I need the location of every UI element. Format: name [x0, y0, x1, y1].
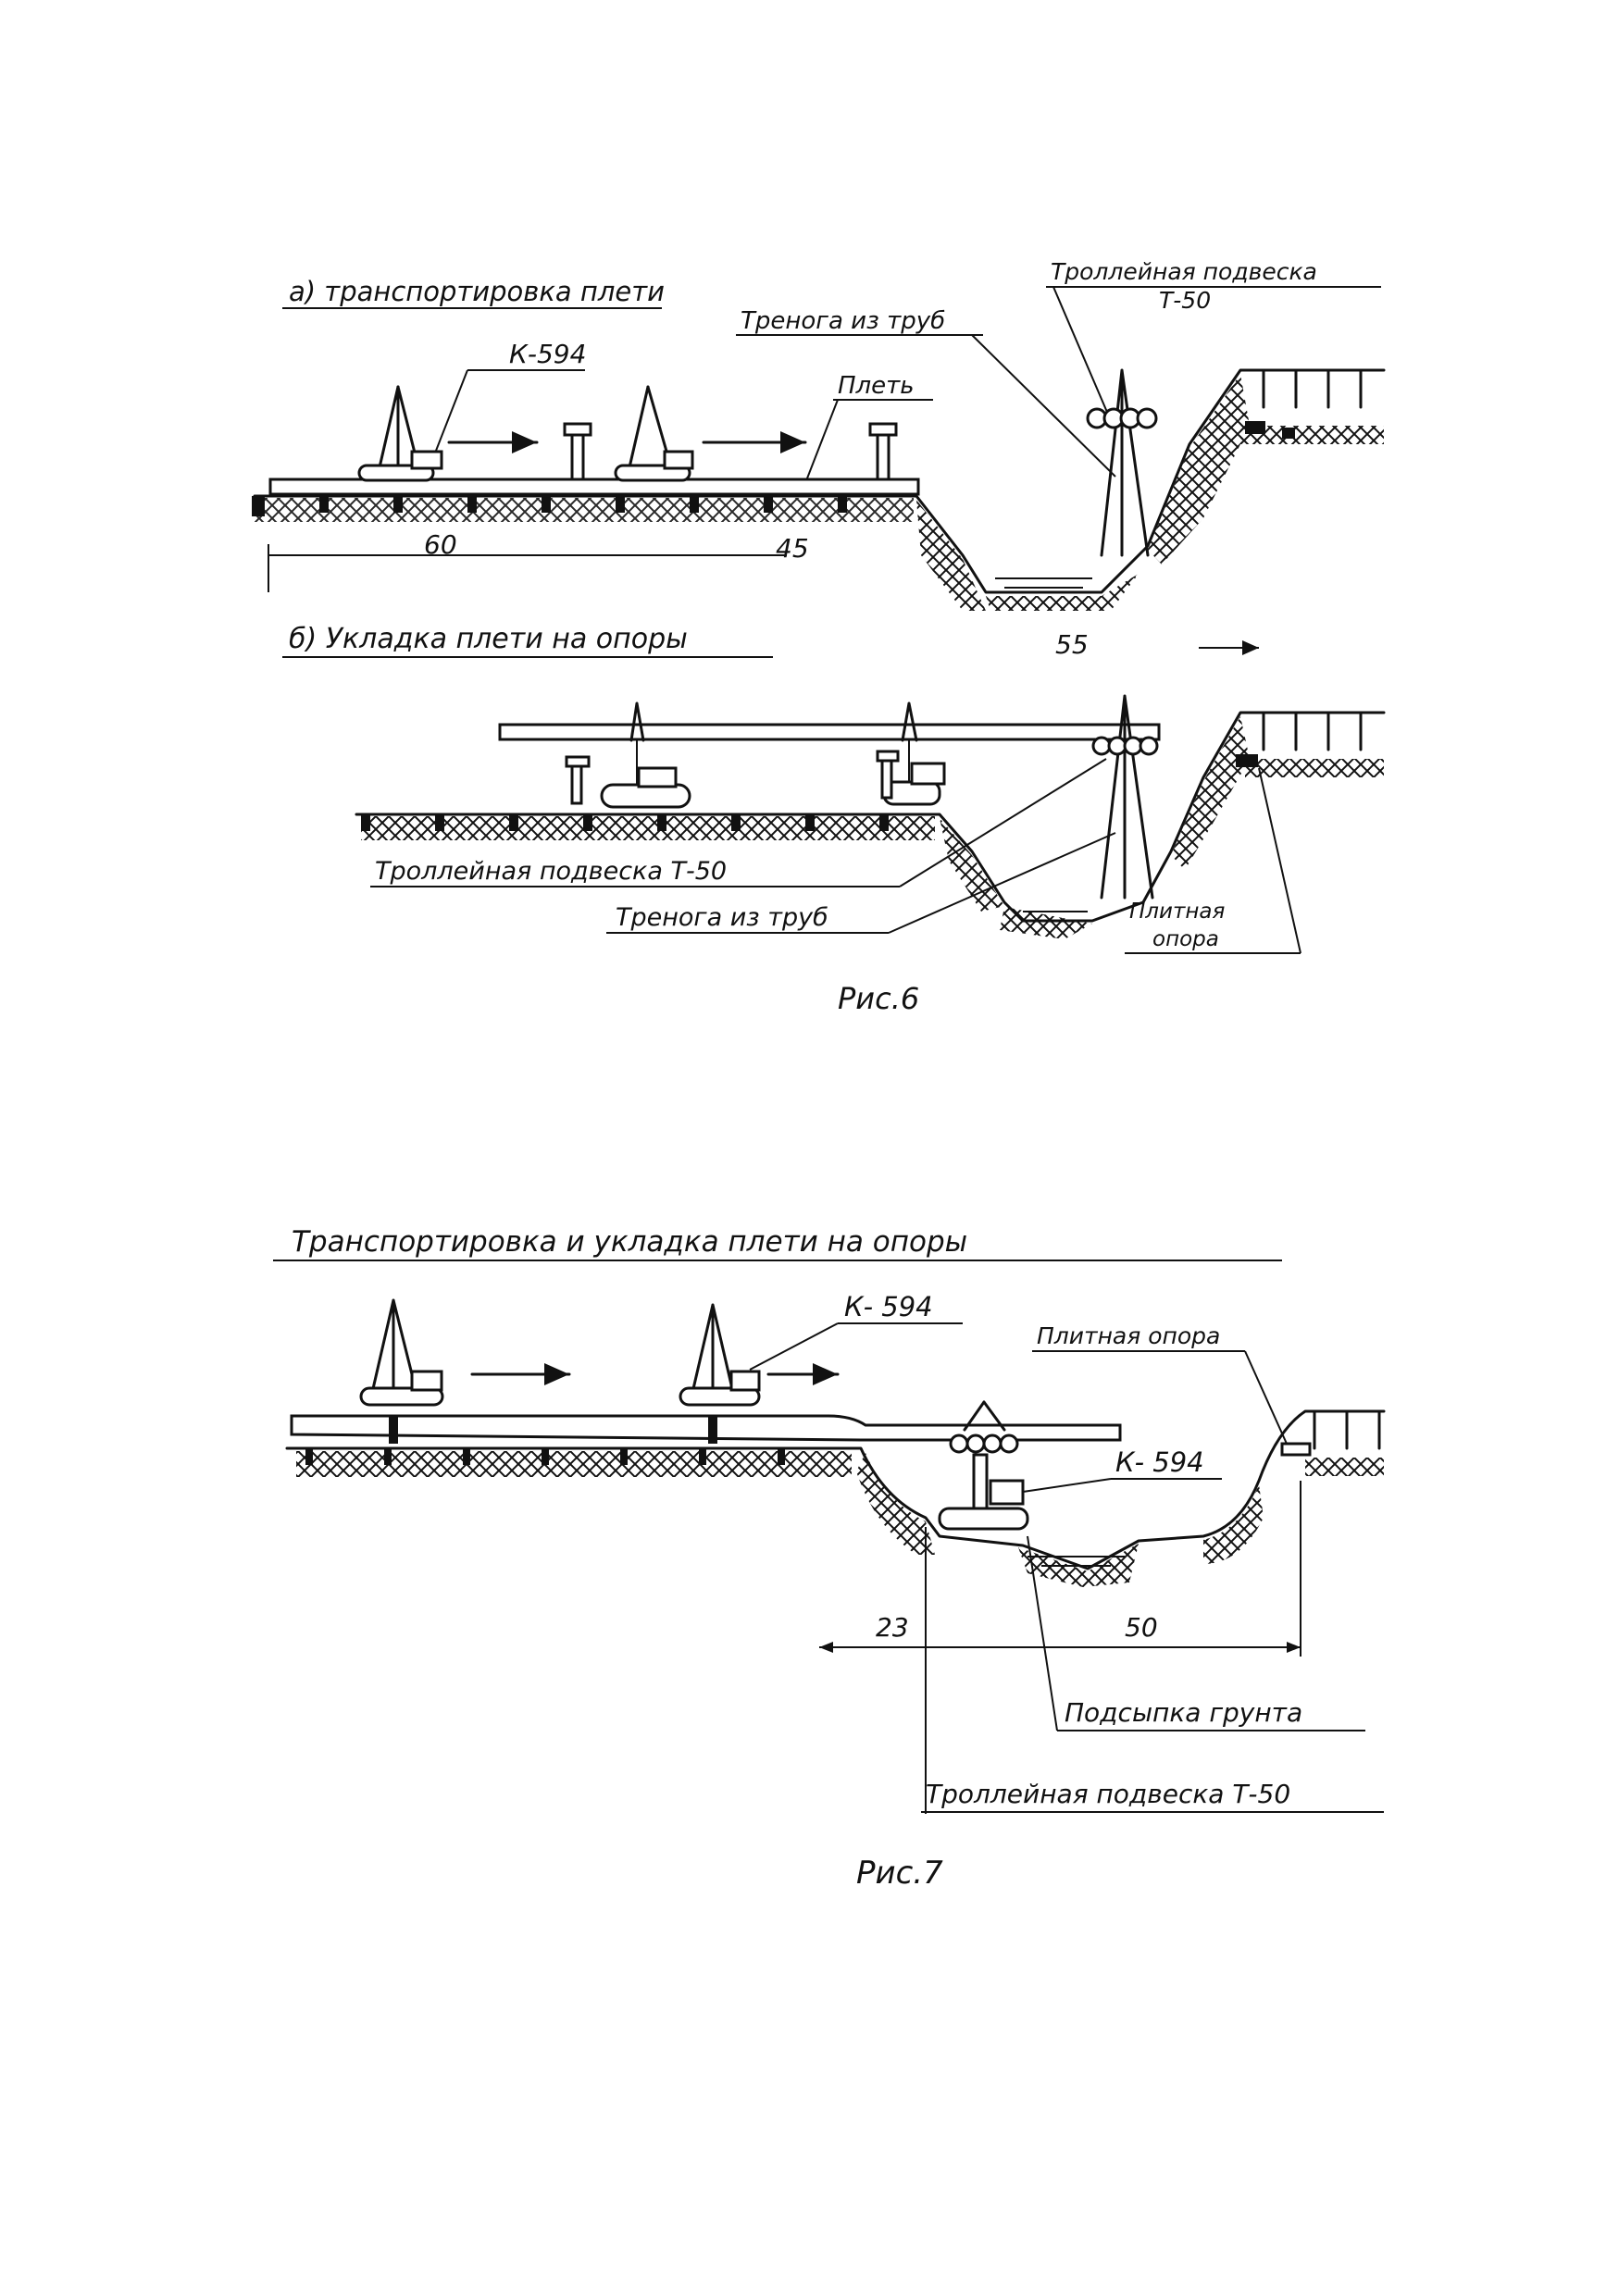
fig6a-title: а) транспортировка плети: [289, 276, 665, 307]
fig6b-tripod-label: Тренога из труб: [616, 903, 828, 932]
fig7-tripod: [949, 1400, 1019, 1454]
fig6a-crane-label: К-594: [509, 339, 586, 369]
fig7-caption: Рис.7: [856, 1855, 943, 1892]
fig6a-crane-2: [614, 385, 694, 482]
fig6b-tripod: [1091, 694, 1159, 900]
fig7-dim-50: 50: [1125, 1612, 1158, 1643]
figure7: Транспортировка и укладка плети на опоры: [273, 1225, 1386, 1892]
fig6a-pipe-string: [268, 478, 920, 496]
fig7-pipe-string: [290, 1414, 1122, 1442]
fig6a-trolley-label: Троллейная подвеска: [1051, 258, 1317, 285]
fig6b-title: б) Укладка плети на опоры: [289, 623, 688, 655]
fig6a-tripod-label: Тренога из труб: [741, 307, 945, 335]
fig7-title: Транспортировка и укладка плети на опоры: [292, 1225, 967, 1259]
fig7-crane-bottom-label: К- 594: [1115, 1446, 1204, 1478]
fig7-crane-in-trench: [938, 1453, 1029, 1531]
fig6b-trolley-label: Троллейная подвеска Т-50: [375, 857, 727, 886]
fig6a-string-label: Плеть: [838, 372, 915, 400]
fig6b-plate-support-2: опора: [1152, 927, 1219, 951]
fig7-crane-1: [359, 1298, 444, 1407]
fig6a-tripod: [1086, 368, 1158, 557]
figure6-part-b: б) Укладка плети на опоры: [282, 623, 1386, 1016]
fig6a-dim-45: 45: [776, 533, 809, 564]
figure6-part-a: а) транспортировка плети Троллейная подв…: [252, 258, 1386, 660]
fig7-crane-top-label: К- 594: [844, 1291, 933, 1322]
fig7-soil-fill-label: Подсыпка грунта: [1065, 1697, 1302, 1728]
fig6a-crane-1: [357, 385, 443, 482]
fig6b-crane-1: [565, 701, 691, 809]
fig6b-plate-support-1: Плитная: [1129, 900, 1225, 924]
fig6a-ground-ticks: [252, 496, 847, 516]
fig7-plate-support-label: Плитная опора: [1037, 1322, 1220, 1349]
fig6b-pipe-string: [498, 723, 1161, 741]
fig6b-crane-2: [876, 701, 946, 806]
fig6a-dim-60: 60: [424, 529, 457, 560]
fig6-caption: Рис.6: [838, 981, 919, 1016]
fig6a-trolley-model: Т-50: [1159, 287, 1211, 314]
fig7-dim-23: 23: [876, 1612, 909, 1643]
fig7-trolley-label: Троллейная подвеска Т-50: [926, 1779, 1290, 1809]
fig6a-posts: [563, 422, 898, 481]
fig7-crane-2: [679, 1303, 761, 1407]
fig6a-dim-55: 55: [1055, 629, 1089, 660]
